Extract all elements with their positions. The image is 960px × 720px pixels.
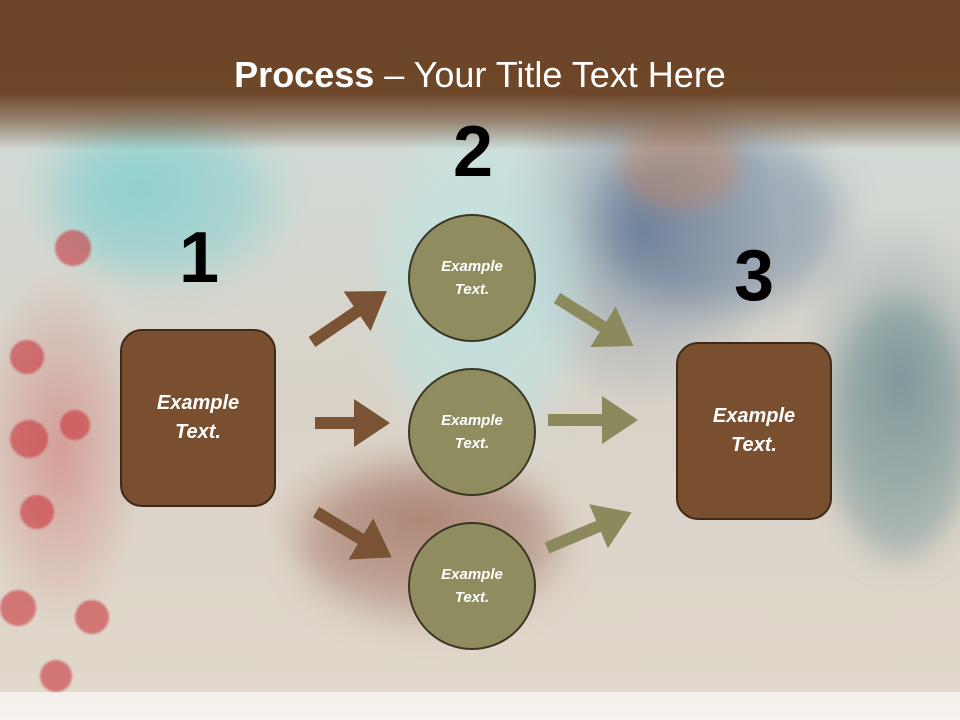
slide-title: Process – Your Title Text Here [0,54,960,96]
step-number-1: 1 [178,218,220,298]
arrow-1-to-2a [308,291,387,347]
bottom-band [0,692,960,720]
title-rest: – Your Title Text Here [374,54,726,95]
step-1-box-text: Example Text. [156,392,240,443]
step-2-circle-middle: Example Text. [408,368,536,496]
step-2-circle-bottom-text: Example Text. [441,566,503,606]
step-3-box: Example Text. [676,342,832,520]
arrow-1-to-2c [312,506,392,560]
step-2-circle-top: Example Text. [408,214,536,342]
arrow-2c-to-3 [544,504,632,554]
arrow-2a-to-3 [553,292,634,348]
step-2-circle-bottom: Example Text. [408,522,536,650]
title-bold: Process [234,54,375,95]
step-3-box-text: Example Text. [712,405,796,456]
step-2-circle-middle-text: Example Text. [441,412,503,452]
step-number-3: 3 [733,236,775,316]
step-1-box: Example Text. [120,329,276,507]
step-number-2: 2 [452,112,494,192]
title-bar: Process – Your Title Text Here [0,0,960,150]
step-2-circle-top-text: Example Text. [441,258,503,298]
